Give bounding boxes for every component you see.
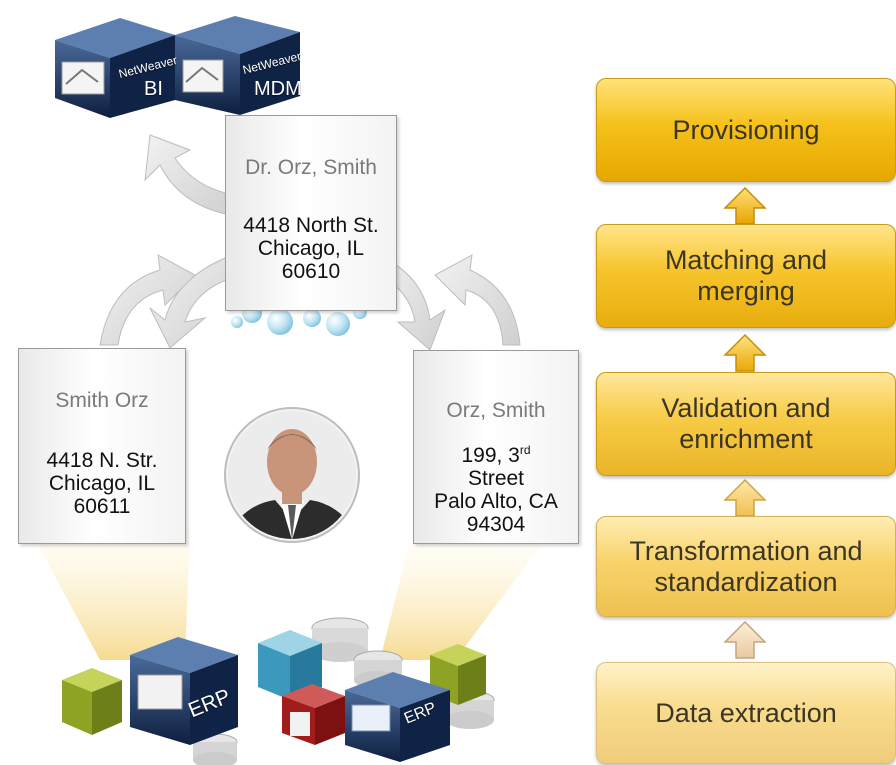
bi-label: BI	[144, 78, 163, 100]
up-arrow-icon	[723, 186, 767, 225]
record-address-line: 199, 3rd	[461, 443, 531, 467]
record-address-line: Street	[467, 467, 525, 490]
step-validation-enrichment: Validation and enrichment	[596, 372, 896, 476]
up-arrow-icon	[723, 620, 767, 659]
database-icon	[311, 617, 369, 662]
refresh-arrow-icon	[99, 254, 196, 346]
step-label: enrichment	[679, 424, 813, 454]
light-beam-left	[30, 530, 190, 660]
person-photo	[224, 407, 360, 543]
record-address-line: 4418 North St.	[243, 214, 379, 237]
record-right: Orz, Smith 199, 3rd Street Palo Alto, CA…	[413, 350, 579, 544]
refresh-arrow-icon	[434, 254, 521, 346]
step-label: Transformation and	[629, 535, 863, 566]
step-label: Validation and	[661, 393, 831, 423]
record-name: Smith Orz	[55, 389, 149, 412]
record-address-line: 60610	[281, 260, 341, 283]
up-arrow-icon	[723, 333, 767, 372]
bubble-icon	[231, 316, 243, 328]
erp-cube-icon	[345, 672, 450, 762]
record-name: Orz, Smith	[446, 399, 546, 422]
record-left: Smith Orz 4418 N. Str. Chicago, IL 60611	[18, 348, 186, 544]
bubble-icon	[303, 309, 321, 327]
step-label: Matching and	[664, 245, 828, 275]
bubble-icon	[326, 312, 350, 336]
refresh-arrow-icon	[144, 134, 236, 216]
step-label: merging	[697, 276, 795, 306]
record-address-line: 60611	[73, 495, 131, 518]
step-data-extraction: Data extraction	[596, 662, 896, 764]
record-name: Dr. Orz, Smith	[245, 156, 377, 179]
bubble-icon	[267, 309, 293, 335]
light-beam-right	[380, 540, 545, 660]
step-label: Provisioning	[672, 114, 820, 145]
record-address-line: 4418 N. Str.	[46, 449, 158, 472]
green-cube-icon	[62, 668, 122, 735]
step-transformation-standardization: Transformation and standardization	[596, 516, 896, 617]
step-label: standardization	[654, 566, 838, 597]
step-provisioning: Provisioning	[596, 78, 896, 182]
mdm-label: MDM	[254, 78, 302, 100]
record-center: Dr. Orz, Smith 4418 North St. Chicago, I…	[225, 115, 397, 311]
flow-graphics	[30, 16, 545, 765]
step-label: Data extraction	[655, 697, 837, 728]
red-cube-icon	[282, 684, 345, 745]
record-address-line: 94304	[466, 513, 526, 536]
record-address-line: Chicago, IL	[48, 472, 156, 495]
up-arrow-icon	[723, 478, 767, 517]
record-address-line: Palo Alto, CA	[434, 490, 558, 513]
netweaver-mdm-cube-icon	[175, 16, 300, 115]
erp-cube-icon	[130, 637, 238, 745]
step-matching-merging: Matching and merging	[596, 224, 896, 328]
netweaver-bi-cube-icon	[55, 18, 175, 118]
record-address-line: Chicago, IL	[257, 237, 365, 260]
